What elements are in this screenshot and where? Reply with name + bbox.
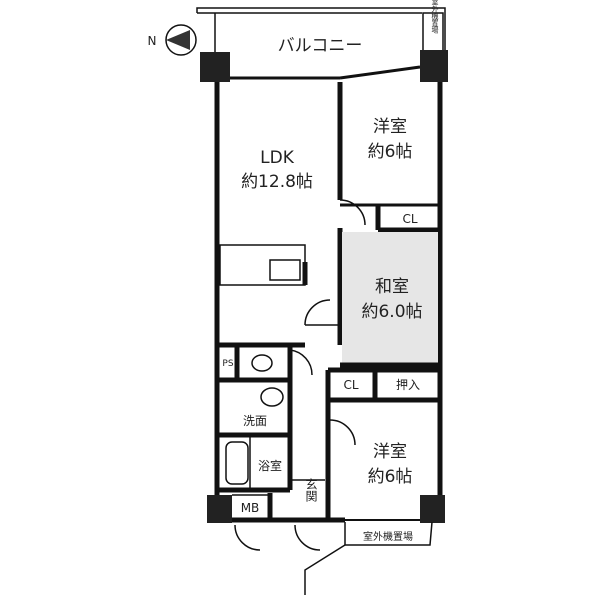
bathroom-label: 浴室 <box>258 458 282 473</box>
pillar <box>207 495 232 523</box>
ps-label: PS <box>222 359 233 369</box>
walls <box>214 82 443 595</box>
pillar <box>420 495 445 523</box>
entrance-label: 玄関 <box>304 477 318 502</box>
outdoor-unit-bottom-label: 室外機置場 <box>363 530 413 543</box>
oshiire-label: 押入 <box>396 378 420 392</box>
japanese-room-size: 約6.0帖 <box>361 302 422 322</box>
outdoor-unit-top-label: 室外機置場 <box>431 0 439 35</box>
mb-label: MB <box>241 501 260 515</box>
ldk-label: LDK <box>260 148 295 168</box>
western-room-2-label: 洋室 <box>373 442 407 462</box>
balcony-label: バルコニー <box>278 36 363 56</box>
north-label: N <box>148 34 157 48</box>
washroom-label: 洗面 <box>243 414 267 428</box>
western-room-1-size: 約6帖 <box>368 142 413 162</box>
ldk-size: 約12.8帖 <box>241 172 313 192</box>
pillar <box>200 52 230 82</box>
closet-1-label: CL <box>402 212 417 226</box>
closet-2-label: CL <box>343 378 358 392</box>
western-room-2-size: 約6帖 <box>368 467 413 487</box>
compass-icon: N <box>148 24 197 56</box>
japanese-room-label: 和室 <box>375 277 409 297</box>
western-room-1-label: 洋室 <box>373 117 407 137</box>
pillar <box>420 50 448 82</box>
